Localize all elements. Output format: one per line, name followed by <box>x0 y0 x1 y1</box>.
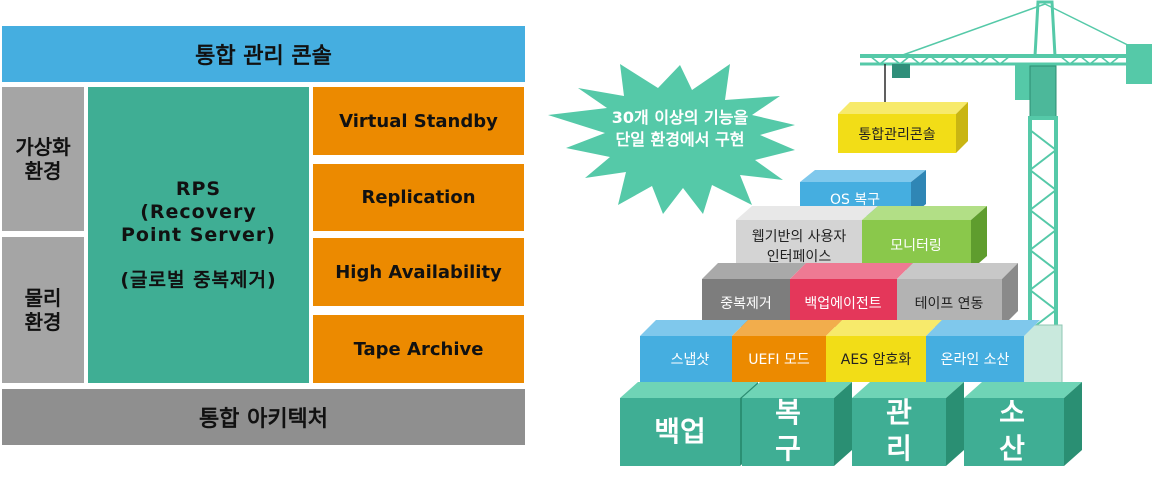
starburst-badge: 30개 이상의 기능을 단일 환경에서 구현 <box>548 64 795 214</box>
block-online-label: 온라인 소산 <box>941 352 1010 368</box>
block-uefi: UEFI 모드 <box>732 320 842 382</box>
block-base-management-label-2: 리 <box>886 432 912 465</box>
feature-high-availability: High Availability <box>313 238 524 306</box>
block-base-recovery: 복 구 <box>742 382 852 466</box>
block-base-recovery-label-1: 복 <box>775 396 801 429</box>
integrated-architecture-bar: 통합 아키텍처 <box>2 389 525 445</box>
block-dedup-label: 중복제거 <box>720 296 772 312</box>
virtualization-env-label: 가상화 환경 <box>15 135 71 183</box>
virtualization-env-box: 가상화 환경 <box>2 87 84 231</box>
block-monitoring-label: 모니터링 <box>890 238 942 254</box>
block-tape-label: 테이프 연동 <box>915 296 984 312</box>
physical-env-label: 물리 환경 <box>24 286 62 334</box>
block-monitoring: 모니터링 <box>862 206 987 270</box>
physical-env-box: 물리 환경 <box>2 237 84 383</box>
block-base-management-label-1: 관 <box>886 396 912 429</box>
starburst-line-2: 단일 환경에서 구현 <box>616 130 745 149</box>
block-console-label: 통합관리콘솔 <box>858 127 935 143</box>
feature-high-availability-label: High Availability <box>335 261 502 283</box>
block-base-offsite: 소 산 <box>964 382 1082 466</box>
block-web-ui: 웹기반의 사용자 인터페이스 <box>736 206 878 270</box>
rps-label: RPS (Recovery Point Server) (글로벌 중복제거) <box>120 178 277 292</box>
block-tape: 테이프 연동 <box>897 263 1018 327</box>
rps-box: RPS (Recovery Point Server) (글로벌 중복제거) <box>88 87 309 383</box>
feature-replication-label: Replication <box>361 187 476 208</box>
crane-icon <box>860 0 1152 393</box>
block-aes-label: AES 암호화 <box>841 352 912 368</box>
integrated-console-bar: 통합 관리 콘솔 <box>2 26 525 82</box>
block-backup-agent-label: 백업에이전트 <box>804 296 881 312</box>
feature-virtual-standby: Virtual Standby <box>313 87 524 155</box>
block-os-recovery-label: OS 복구 <box>830 192 880 208</box>
block-console: 통합관리콘솔 <box>838 102 968 153</box>
feature-replication: Replication <box>313 164 524 231</box>
block-online: 온라인 소산 <box>926 320 1040 382</box>
block-snapshot-label: 스냅샷 <box>671 352 710 368</box>
block-snapshot: 스냅샷 <box>640 320 748 382</box>
block-base-backup: 백업 <box>620 382 758 466</box>
integrated-architecture-label: 통합 아키텍처 <box>198 407 329 432</box>
feature-tape-archive-label: Tape Archive <box>353 338 484 360</box>
block-web-ui-line-2: 인터페이스 <box>767 249 832 265</box>
block-aes: AES 암호화 <box>826 320 942 382</box>
block-base-recovery-label-2: 구 <box>775 432 801 465</box>
feature-pyramid-illustration: 30개 이상의 기능을 단일 환경에서 구현 통합관리콘솔 OS 복구 웹기반의… <box>548 0 1152 466</box>
feature-virtual-standby-label: Virtual Standby <box>339 110 498 132</box>
integrated-console-label: 통합 관리 콘솔 <box>195 44 332 69</box>
block-dedup: 중복제거 <box>702 263 806 327</box>
block-base-backup-label: 백업 <box>654 415 706 448</box>
block-web-ui-line-1: 웹기반의 사용자 <box>752 229 847 245</box>
block-uefi-label: UEFI 모드 <box>748 352 810 368</box>
feature-tape-archive: Tape Archive <box>313 315 524 383</box>
block-base-offsite-label-2: 산 <box>999 432 1025 465</box>
block-os-recovery: OS 복구 <box>800 170 926 216</box>
block-backup-agent: 백업에이전트 <box>790 263 913 327</box>
block-base-offsite-label-1: 소 <box>999 396 1025 429</box>
starburst-line-1: 30개 이상의 기능을 <box>612 108 749 127</box>
block-base-management: 관 리 <box>852 382 964 466</box>
